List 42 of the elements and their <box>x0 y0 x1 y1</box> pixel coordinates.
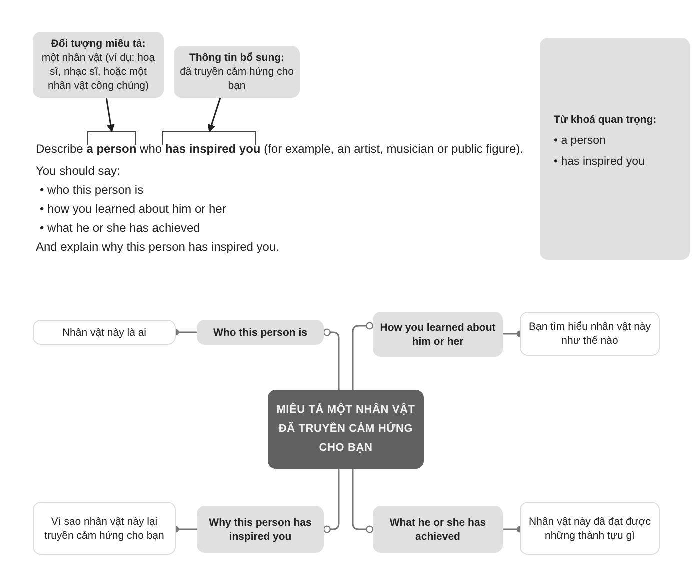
callout-box <box>33 32 164 98</box>
keyword-text: • has inspired you <box>554 155 645 170</box>
note-box <box>33 502 176 555</box>
bullet-item: • what he or she has achieved <box>40 221 200 235</box>
callout-text: một nhân vật (ví dụ: hoạ sĩ, nhạc sĩ, hoặc một nhân vật công chúng) <box>40 51 156 93</box>
bullet-item: • who this person is <box>40 183 144 197</box>
connector <box>352 469 374 534</box>
note-box <box>520 502 660 555</box>
branch-text: How you learned about him or her <box>379 320 497 348</box>
note-box <box>520 312 660 356</box>
prompt-text: And explain why this person has inspired you. <box>36 240 280 254</box>
keyword-text: • a person <box>554 134 606 149</box>
leader-line <box>106 98 115 133</box>
branch-text: Why this person has inspired you <box>208 516 313 544</box>
note-text: Nhân vật này đã đạt được những thành tựu gì <box>528 514 652 542</box>
branch-box <box>197 320 324 345</box>
branch-text: What he or she has achieved <box>388 516 488 544</box>
bracket <box>88 132 136 146</box>
leader-line <box>208 98 222 133</box>
note-text: Bạn tìm hiểu nhân vật này như thế nào <box>528 320 652 348</box>
callout-text: đã truyền cảm hứng cho bạn <box>179 65 295 93</box>
branch-box <box>373 506 503 553</box>
callout-heading: Thông tin bổ sung: <box>189 51 285 65</box>
topic-text: MIÊU TẢ MỘT NHÂN VẬT ĐÃ TRUYỀN CẢM HỨNG CHO BẠN <box>276 402 416 456</box>
branch-box <box>197 506 324 553</box>
bracket <box>162 132 256 146</box>
callout-box <box>174 46 300 98</box>
callout-heading: Đối tượng miêu tả: <box>51 37 146 51</box>
note-text: Vì sao nhân vật này lại truyền cảm hứng cho bạn <box>44 514 166 542</box>
connector <box>323 328 340 390</box>
prompt-text: Describe a person who has inspired you (for example, an artist, musician or public figure). <box>36 142 524 156</box>
panel-heading: Từ khoá quan trọng: <box>554 113 657 127</box>
prompt-text: You should say: <box>36 164 120 178</box>
keyword-panel <box>540 38 690 260</box>
note-text: Nhân vật này là ai <box>62 326 147 340</box>
branch-text: Who this person is <box>214 326 308 340</box>
connector <box>352 322 374 390</box>
bullet-item: • how you learned about him or her <box>40 202 226 216</box>
branch-box <box>373 312 503 357</box>
connector <box>323 469 340 534</box>
note-box <box>33 320 176 345</box>
topic-box <box>268 390 424 469</box>
